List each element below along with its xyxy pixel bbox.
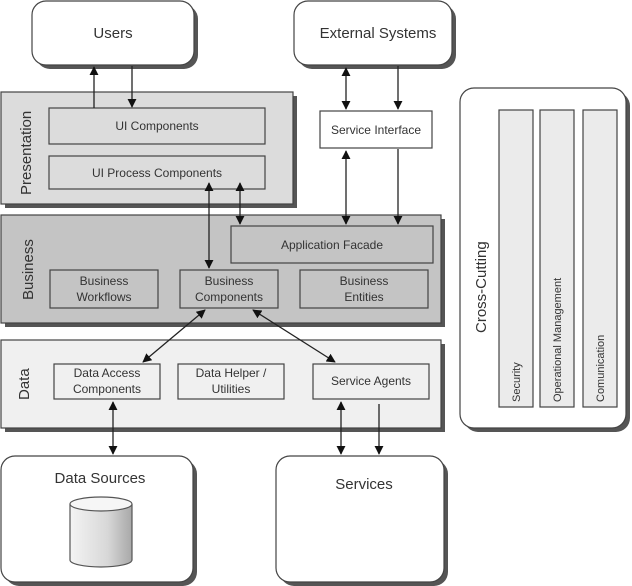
security-column: Security bbox=[498, 109, 534, 408]
security-label: Security bbox=[511, 362, 523, 402]
business-title: Business bbox=[20, 239, 37, 300]
cross-cutting-box: Cross-Cutting Security Operational Manag… bbox=[459, 87, 630, 432]
data-title: Data bbox=[16, 368, 33, 400]
service-agents-box: Service Agents bbox=[312, 363, 430, 400]
operational-management-label: Operational Management bbox=[552, 278, 564, 402]
data-layer: Data Data Access Components Data Helper … bbox=[0, 339, 445, 432]
business-workflows-line1: Business bbox=[80, 274, 129, 288]
business-components-line1: Business bbox=[205, 274, 254, 288]
ui-components-label: UI Components bbox=[115, 119, 198, 133]
external-systems-label: External Systems bbox=[320, 25, 437, 42]
service-interface-box: Service Interface bbox=[319, 110, 433, 149]
users-label: Users bbox=[93, 25, 132, 42]
business-workflows-line2: Workflows bbox=[76, 290, 131, 304]
business-entities-box: Business Entities bbox=[299, 269, 429, 309]
business-layer: Business Application Facade Business Wor… bbox=[0, 214, 445, 327]
presentation-title: Presentation bbox=[18, 111, 35, 195]
service-agents-label: Service Agents bbox=[331, 374, 411, 388]
users-box: Users bbox=[31, 0, 198, 69]
business-entities-line1: Business bbox=[340, 274, 389, 288]
ui-process-components-label: UI Process Components bbox=[92, 166, 222, 180]
application-facade-box: Application Facade bbox=[230, 225, 434, 264]
business-entities-line2: Entities bbox=[344, 290, 383, 304]
data-helper-utilities-box: Data Helper / Utilities bbox=[177, 363, 285, 400]
ui-process-components-box: UI Process Components bbox=[48, 155, 266, 190]
connectors bbox=[89, 66, 403, 455]
services-box: Services bbox=[275, 455, 448, 586]
data-access-components-box: Data Access Components bbox=[53, 363, 161, 400]
services-label: Services bbox=[335, 476, 393, 493]
data-sources-box: Data Sources bbox=[0, 455, 197, 586]
business-workflows-box: Business Workflows bbox=[49, 269, 159, 309]
arrow-business-components-service-agents bbox=[252, 309, 336, 363]
data-access-line2: Components bbox=[73, 382, 141, 396]
operational-management-column: Operational Management bbox=[539, 109, 575, 408]
data-helper-line1: Data Helper / bbox=[196, 366, 267, 380]
data-sources-label: Data Sources bbox=[55, 470, 146, 487]
communication-column: Comunication bbox=[582, 109, 618, 408]
external-systems-box: External Systems bbox=[293, 0, 456, 69]
business-components-line2: Components bbox=[195, 290, 263, 304]
database-icon bbox=[69, 496, 133, 568]
ui-components-box: UI Components bbox=[48, 107, 266, 145]
data-access-line1: Data Access bbox=[74, 366, 141, 380]
presentation-layer: Presentation UI Components UI Process Co… bbox=[0, 91, 297, 208]
data-helper-line2: Utilities bbox=[212, 382, 251, 396]
application-facade-label: Application Facade bbox=[281, 238, 383, 252]
service-interface-label: Service Interface bbox=[331, 123, 421, 137]
arrow-business-components-data-access bbox=[142, 309, 206, 363]
business-components-box: Business Components bbox=[179, 269, 279, 309]
cross-cutting-title: Cross-Cutting bbox=[473, 241, 490, 333]
communication-label: Comunication bbox=[595, 335, 607, 402]
